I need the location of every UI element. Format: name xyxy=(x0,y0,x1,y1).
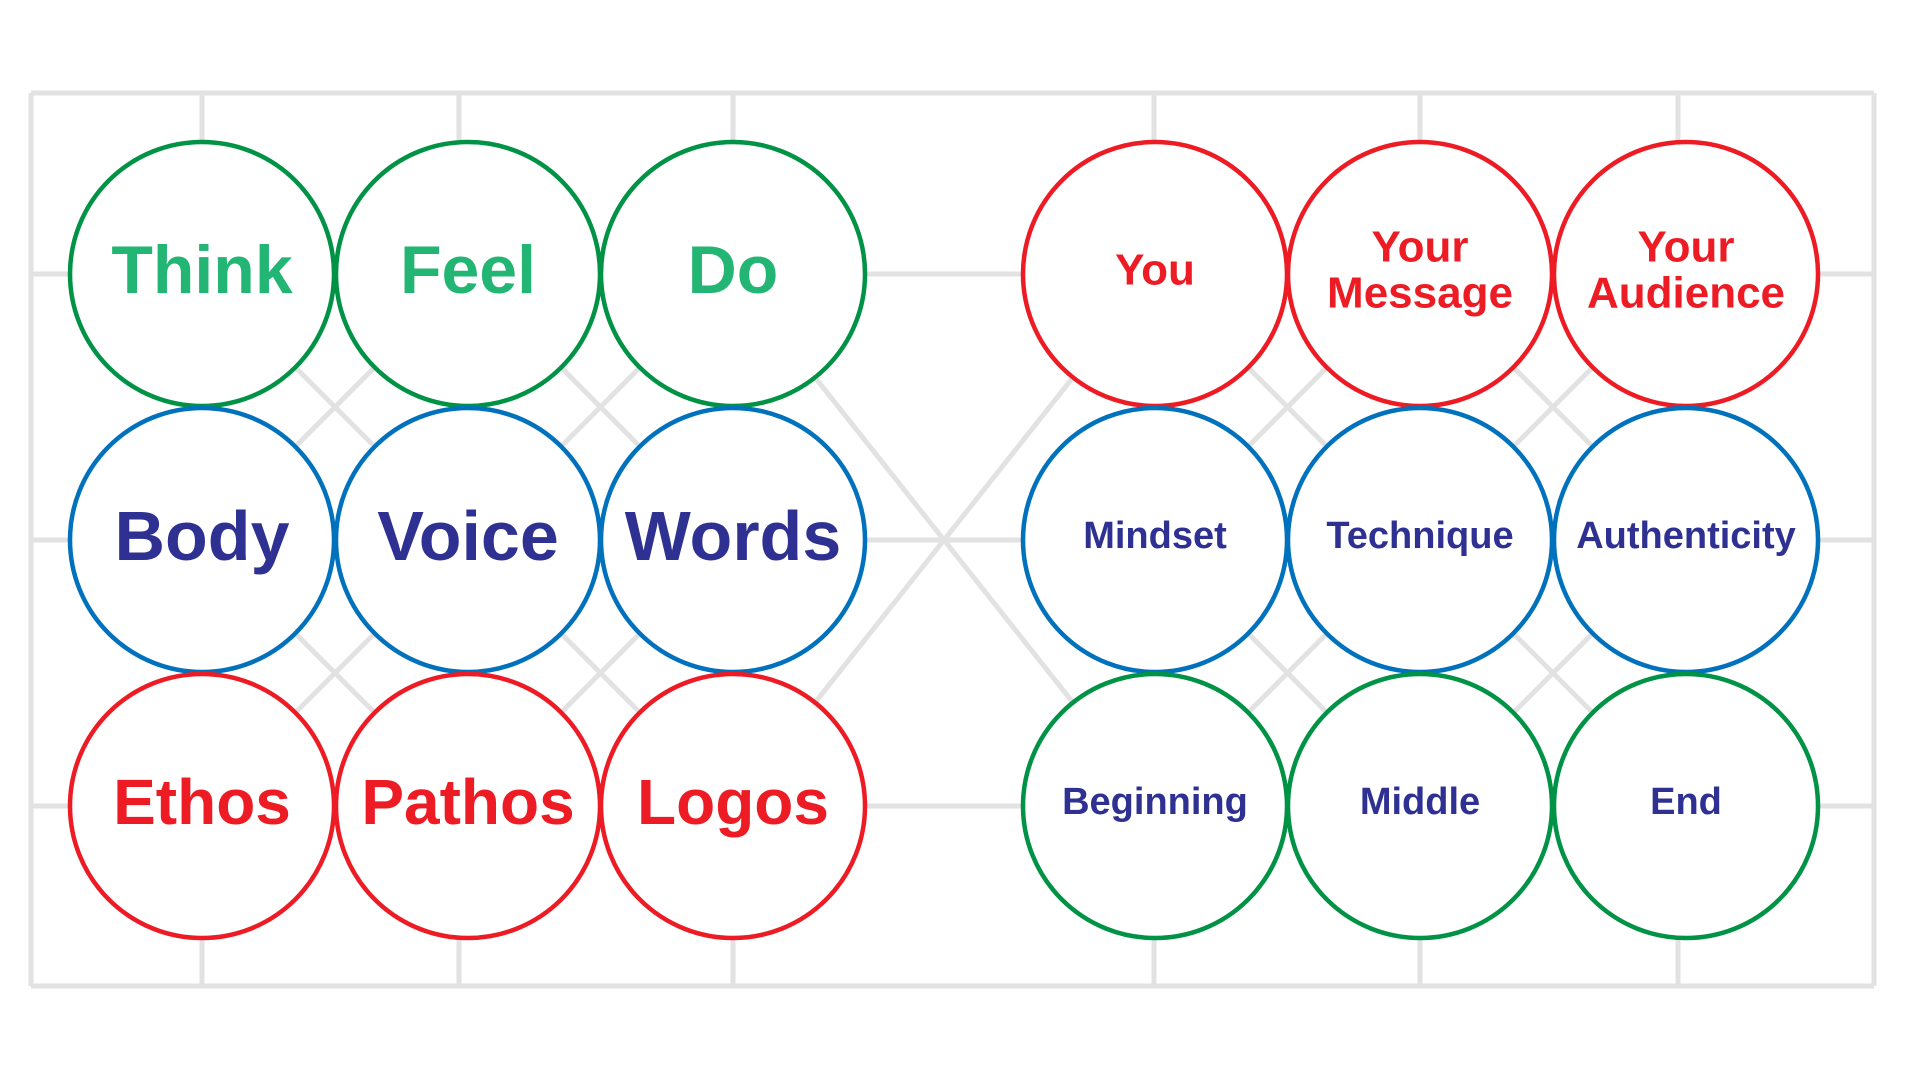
node-ethos: Ethos xyxy=(67,671,337,941)
node-words: Words xyxy=(598,405,868,675)
node-label: Middle xyxy=(1360,781,1480,823)
node-think: Think xyxy=(67,139,337,409)
node-technique: Technique xyxy=(1285,405,1555,675)
node-label: You xyxy=(1115,246,1195,295)
node-mindset: Mindset xyxy=(1020,405,1290,675)
node-label: Pathos xyxy=(361,766,574,838)
node-feel: Feel xyxy=(333,139,603,409)
node-ring xyxy=(1551,671,1821,941)
node-do: Do xyxy=(598,139,868,409)
node-label: Ethos xyxy=(113,766,291,838)
node-label: Beginning xyxy=(1062,781,1248,823)
node-label: Body xyxy=(115,497,290,575)
node-pathos: Pathos xyxy=(333,671,603,941)
node-label: Logos xyxy=(637,766,829,838)
node-you: You xyxy=(1020,139,1290,409)
node-beginning: Beginning xyxy=(1020,671,1290,941)
node-label: Your xyxy=(1638,222,1735,271)
node-label: Your xyxy=(1372,222,1469,271)
node-label: Message xyxy=(1327,269,1513,318)
node-middle: Middle xyxy=(1285,671,1555,941)
node-label: Technique xyxy=(1326,515,1513,557)
node-voice: Voice xyxy=(333,405,603,675)
node-label: Words xyxy=(625,497,842,575)
node-label: Think xyxy=(111,232,293,308)
node-end: End xyxy=(1551,671,1821,941)
node-label: Authenticity xyxy=(1576,515,1796,557)
node-ring xyxy=(598,671,868,941)
node-label: Audience xyxy=(1587,269,1785,318)
node-label: Mindset xyxy=(1083,515,1227,557)
node-authenticity: Authenticity xyxy=(1551,405,1821,675)
node-logos: Logos xyxy=(598,671,868,941)
node-label: End xyxy=(1650,781,1722,823)
node-label: Feel xyxy=(400,232,536,308)
node-label: Do xyxy=(688,232,779,308)
node-body: Body xyxy=(67,405,337,675)
node-label: Voice xyxy=(377,497,559,575)
